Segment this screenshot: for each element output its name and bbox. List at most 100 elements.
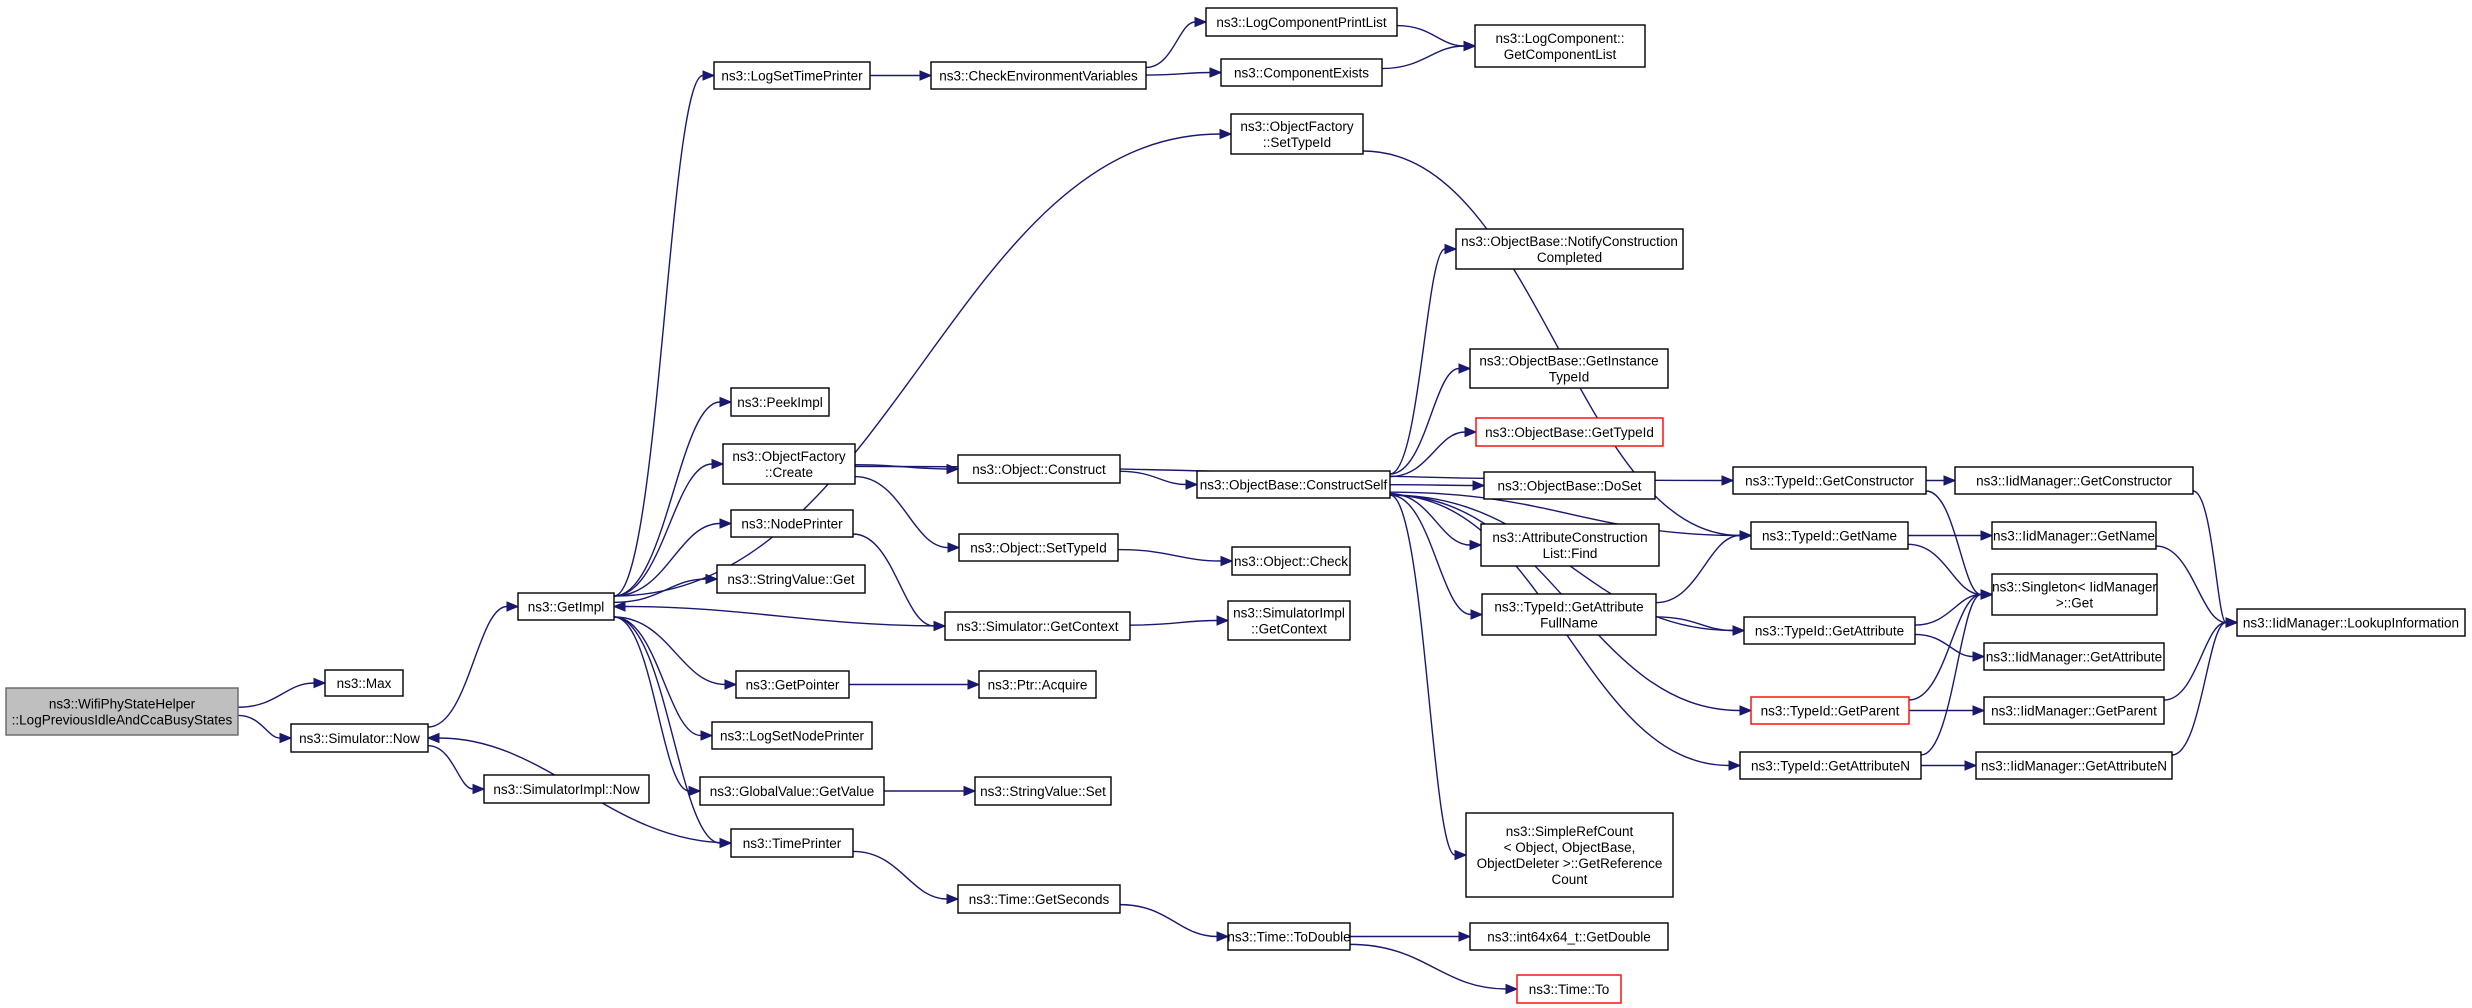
node-iidgetctor[interactable]: ns3::IidManager::GetConstructor	[1954, 466, 2194, 495]
node-box-getimpl[interactable]	[517, 592, 615, 621]
node-peekimpl[interactable]: ns3::PeekImpl	[730, 387, 830, 417]
node-box-obdoset[interactable]	[1483, 471, 1656, 500]
node-objconstruct[interactable]: ns3::Object::Construct	[957, 454, 1121, 484]
node-box-singleton[interactable]	[1991, 573, 2158, 616]
node-box-iidgetname[interactable]	[1991, 521, 2157, 550]
node-siminow[interactable]: ns3::SimulatorImpl::Now	[483, 774, 650, 804]
node-box-getpointer[interactable]	[735, 670, 850, 699]
node-box-checkenv[interactable]	[930, 61, 1147, 90]
node-box-ptracquire[interactable]	[978, 670, 1097, 699]
node-iidgetname[interactable]: ns3::IidManager::GetName	[1991, 521, 2157, 550]
node-objsettypeid[interactable]: ns3::Object::SetTypeId	[958, 533, 1119, 562]
node-timeto[interactable]: ns3::Time::To	[1516, 974, 1622, 1004]
node-box-iidlookup[interactable]	[2236, 608, 2466, 637]
node-obgettypeid[interactable]: ns3::ObjectBase::GetTypeId	[1475, 417, 1664, 447]
node-box-ofsettypeid[interactable]	[1230, 113, 1364, 155]
node-iidlookup[interactable]: ns3::IidManager::LookupInformation	[2236, 608, 2466, 637]
node-max[interactable]: ns3::Max	[324, 669, 404, 697]
node-ofsettypeid[interactable]: ns3::ObjectFactory::SetTypeId	[1230, 113, 1364, 155]
node-box-timetodouble[interactable]	[1227, 922, 1351, 951]
node-box-acfind[interactable]	[1480, 523, 1660, 567]
node-box-svget[interactable]	[716, 564, 866, 594]
node-box-nodeprinter[interactable]	[730, 509, 854, 538]
node-box-iidgetparent[interactable]	[1983, 696, 2165, 725]
node-box-timeto[interactable]	[1516, 974, 1622, 1004]
node-tidgetattrn[interactable]: ns3::TypeId::GetAttributeN	[1739, 751, 1922, 780]
node-box-tidgetctor[interactable]	[1732, 466, 1927, 495]
node-getdouble[interactable]: ns3::int64x64_t::GetDouble	[1469, 922, 1669, 951]
node-tidgetctor[interactable]: ns3::TypeId::GetConstructor	[1732, 466, 1927, 495]
node-box-max[interactable]	[324, 669, 404, 697]
node-ofcreate[interactable]: ns3::ObjectFactory::Create	[722, 443, 856, 485]
node-box-lcprintlist[interactable]	[1205, 7, 1398, 37]
node-box-objcheck[interactable]	[1231, 546, 1351, 576]
node-svset[interactable]: ns3::StringValue::Set	[974, 776, 1112, 806]
node-box-logsettp[interactable]	[713, 61, 871, 90]
node-box-gvgetvalue[interactable]	[699, 776, 885, 806]
node-box-simgetctx[interactable]	[944, 611, 1131, 641]
node-svget[interactable]: ns3::StringValue::Get	[716, 564, 866, 594]
node-box-peekimpl[interactable]	[730, 387, 830, 417]
node-lcprintlist[interactable]: ns3::LogComponentPrintList	[1205, 7, 1398, 37]
node-box-siminow[interactable]	[483, 774, 650, 804]
node-box-tidgetattr[interactable]	[1743, 616, 1916, 645]
node-timeprinter[interactable]: ns3::TimePrinter	[730, 828, 854, 858]
node-compexists[interactable]: ns3::ComponentExists	[1220, 58, 1383, 87]
node-iidgetparent[interactable]: ns3::IidManager::GetParent	[1983, 696, 2165, 725]
node-checkenv[interactable]: ns3::CheckEnvironmentVariables	[930, 61, 1147, 90]
node-obnotify[interactable]: ns3::ObjectBase::NotifyConstructionCompl…	[1455, 228, 1684, 270]
node-ptracquire[interactable]: ns3::Ptr::Acquire	[978, 670, 1097, 699]
node-box-obgettypeid[interactable]	[1475, 417, 1664, 447]
node-tidgetparent[interactable]: ns3::TypeId::GetParent	[1750, 696, 1910, 725]
node-nodeprinter[interactable]: ns3::NodePrinter	[730, 509, 854, 538]
node-singleton[interactable]: ns3::Singleton< IidManager>::Get	[1991, 573, 2158, 616]
node-timetodouble[interactable]: ns3::Time::ToDouble	[1227, 922, 1351, 951]
node-box-compexists[interactable]	[1220, 58, 1383, 87]
node-box-srcount[interactable]	[1465, 812, 1674, 898]
node-box-obconstructself[interactable]	[1196, 470, 1391, 499]
node-box-simimplgetctx[interactable]	[1227, 600, 1351, 641]
node-objcheck[interactable]: ns3::Object::Check	[1231, 546, 1351, 576]
node-root[interactable]: ns3::WifiPhyStateHelper::LogPreviousIdle…	[5, 687, 239, 736]
node-box-iidgetattr[interactable]	[1983, 642, 2165, 671]
node-box-iidgetctor[interactable]	[1954, 466, 2194, 495]
node-simimplgetctx[interactable]: ns3::SimulatorImpl::GetContext	[1227, 600, 1351, 641]
node-box-tidgetname[interactable]	[1750, 521, 1909, 550]
node-box-objconstruct[interactable]	[957, 454, 1121, 484]
node-srcount[interactable]: ns3::SimpleRefCount< Object, ObjectBase,…	[1465, 812, 1674, 898]
node-box-ofcreate[interactable]	[722, 443, 856, 485]
node-timegetsec[interactable]: ns3::Time::GetSeconds	[957, 884, 1121, 914]
node-box-lcgetlist[interactable]	[1474, 24, 1646, 68]
node-now[interactable]: ns3::Simulator::Now	[290, 723, 429, 753]
node-iidgetattrn[interactable]: ns3::IidManager::GetAttributeN	[1975, 751, 2173, 780]
node-box-tidgetparent[interactable]	[1750, 696, 1910, 725]
node-logsetnp[interactable]: ns3::LogSetNodePrinter	[711, 721, 873, 750]
node-box-objsettypeid[interactable]	[958, 533, 1119, 562]
node-box-tidgetattrfull[interactable]	[1481, 593, 1657, 636]
node-getpointer[interactable]: ns3::GetPointer	[735, 670, 850, 699]
node-box-obgetinst[interactable]	[1469, 348, 1669, 389]
node-box-iidgetattrn[interactable]	[1975, 751, 2173, 780]
node-box-root[interactable]	[5, 687, 239, 736]
node-box-getdouble[interactable]	[1469, 922, 1669, 951]
node-obconstructself[interactable]: ns3::ObjectBase::ConstructSelf	[1196, 470, 1391, 499]
node-lcgetlist[interactable]: ns3::LogComponent::GetComponentList	[1474, 24, 1646, 68]
node-iidgetattr[interactable]: ns3::IidManager::GetAttribute	[1983, 642, 2165, 671]
node-tidgetname[interactable]: ns3::TypeId::GetName	[1750, 521, 1909, 550]
node-getimpl[interactable]: ns3::GetImpl	[517, 592, 615, 621]
node-box-timegetsec[interactable]	[957, 884, 1121, 914]
node-box-timeprinter[interactable]	[730, 828, 854, 858]
node-simgetctx[interactable]: ns3::Simulator::GetContext	[944, 611, 1131, 641]
node-box-tidgetattrn[interactable]	[1739, 751, 1922, 780]
node-box-obnotify[interactable]	[1455, 228, 1684, 270]
node-gvgetvalue[interactable]: ns3::GlobalValue::GetValue	[699, 776, 885, 806]
node-box-logsetnp[interactable]	[711, 721, 873, 750]
node-box-svset[interactable]	[974, 776, 1112, 806]
node-logsettp[interactable]: ns3::LogSetTimePrinter	[713, 61, 871, 90]
node-tidgetattr[interactable]: ns3::TypeId::GetAttribute	[1743, 616, 1916, 645]
node-box-now[interactable]	[290, 723, 429, 753]
node-obdoset[interactable]: ns3::ObjectBase::DoSet	[1483, 471, 1656, 500]
